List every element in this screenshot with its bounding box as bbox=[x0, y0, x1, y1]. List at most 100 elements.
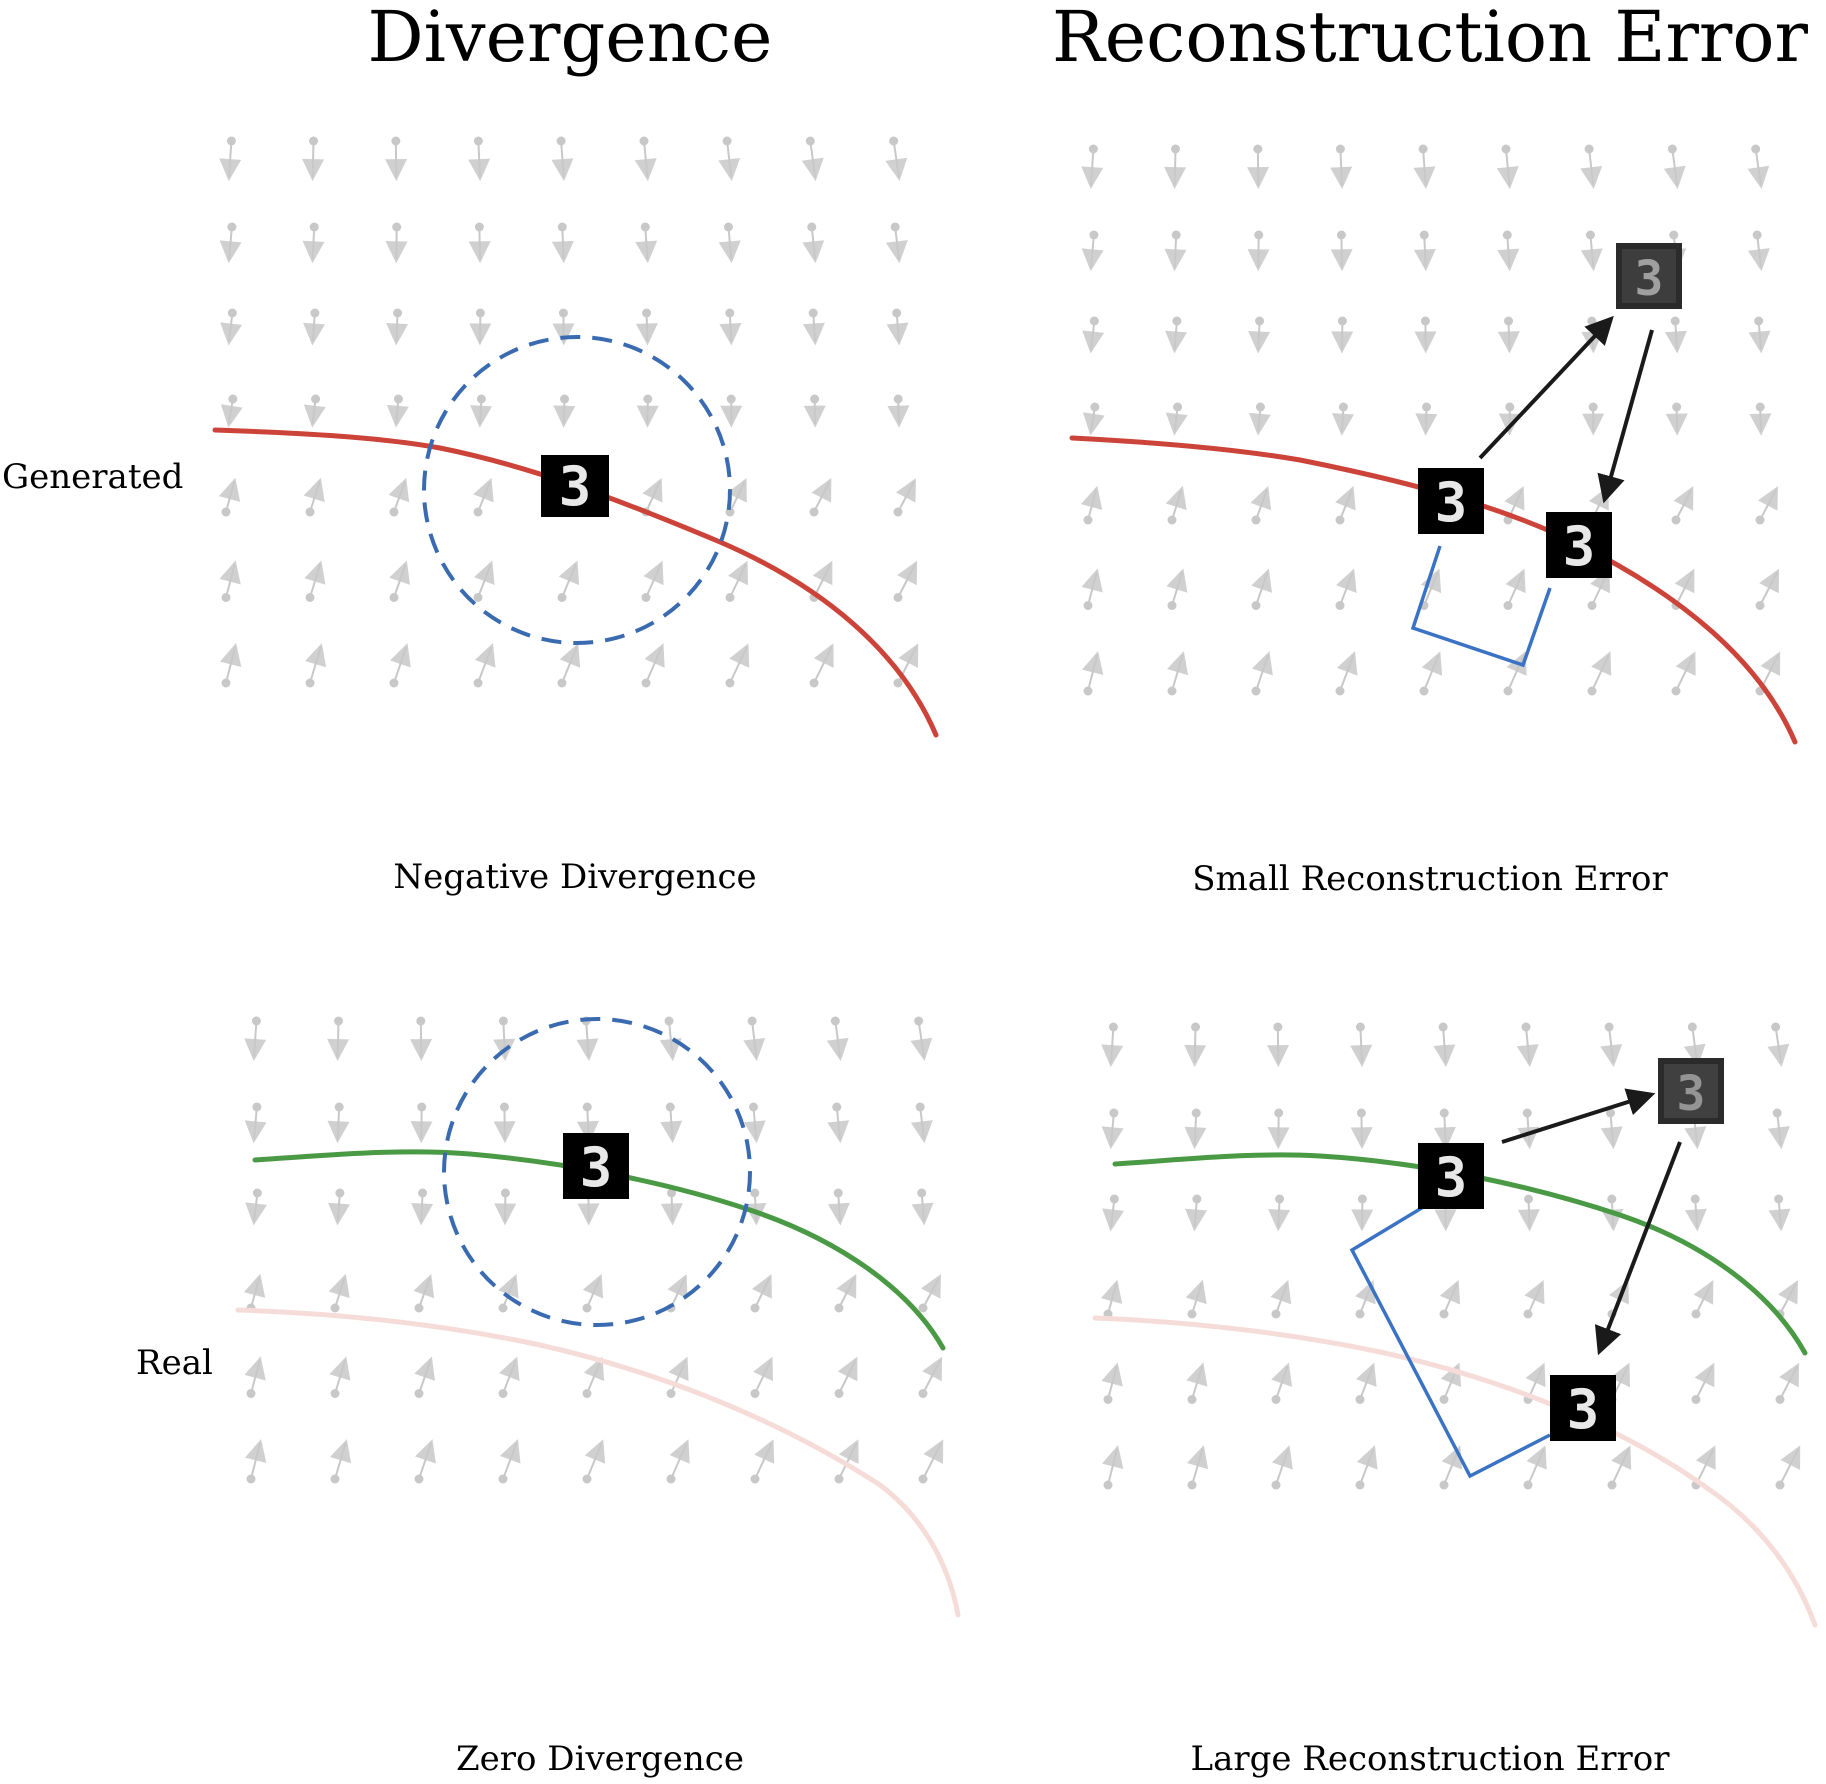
vector-field-arrowhead bbox=[838, 1439, 859, 1464]
vector-field-arrowhead bbox=[330, 1439, 352, 1464]
vector-field-arrowhead bbox=[1248, 412, 1271, 436]
vector-field-arrowhead bbox=[1768, 1208, 1791, 1232]
vector-field-arrowhead bbox=[220, 643, 242, 668]
vector-field-arrowhead bbox=[660, 1203, 683, 1226]
digit-thumbnail-reconstruction: 3 bbox=[1546, 512, 1612, 578]
vector-field-arrowhead bbox=[1414, 331, 1437, 354]
vector-field-arrowhead bbox=[1759, 568, 1780, 594]
vector-field-arrowhead bbox=[1164, 248, 1187, 272]
vector-field-arrowhead bbox=[753, 1356, 774, 1382]
vector-field-arrowhead bbox=[1247, 166, 1270, 190]
dashed-neighborhood-circle bbox=[422, 335, 732, 645]
vector-field-arrowhead bbox=[752, 1274, 772, 1299]
svg-text:3: 3 bbox=[1567, 1378, 1600, 1441]
vector-field-arrowhead bbox=[1779, 1362, 1800, 1388]
svg-text:3: 3 bbox=[1677, 1066, 1706, 1122]
decode-arrow bbox=[1594, 1141, 1682, 1356]
vector-field-arrowhead bbox=[245, 1202, 268, 1226]
vector-field-arrowhead bbox=[1664, 330, 1687, 354]
vector-field-arrowhead bbox=[303, 322, 326, 346]
vector-field-arrowhead bbox=[718, 240, 741, 264]
vector-field-arrowhead bbox=[920, 1274, 941, 1299]
vector-field-arrowhead bbox=[1580, 248, 1603, 272]
vector-field-arrowhead bbox=[837, 1356, 858, 1382]
vector-field-arrowhead bbox=[1248, 331, 1271, 354]
svg-text:3: 3 bbox=[1435, 471, 1468, 534]
vector-field-arrowhead bbox=[1747, 165, 1770, 190]
vector-field-arrowhead bbox=[1413, 166, 1436, 190]
vector-field-arrowhead bbox=[470, 405, 493, 428]
vector-field-arrowhead bbox=[1749, 413, 1772, 436]
vector-field-arrowhead bbox=[887, 405, 910, 428]
vector-field-arrowhead bbox=[386, 404, 409, 428]
vector-field-arrowhead bbox=[1600, 1126, 1623, 1150]
vector-field-arrowhead bbox=[754, 1439, 775, 1464]
vector-field-arrowhead bbox=[813, 643, 834, 668]
digit-thumbnail-input: 3 bbox=[1418, 1143, 1484, 1209]
vector-field-arrowhead bbox=[1413, 248, 1436, 272]
vector-field-arrowhead bbox=[1433, 1126, 1456, 1150]
vector-field-arrowhead bbox=[474, 643, 496, 668]
vector-field-arrowhead bbox=[389, 560, 411, 585]
vector-field-arrowhead bbox=[743, 1120, 766, 1144]
vector-field-arrowhead bbox=[551, 240, 574, 264]
vector-field-arrowhead bbox=[385, 241, 408, 264]
vector-field-arrowhead bbox=[720, 405, 743, 428]
vector-field-arrowhead bbox=[410, 1038, 433, 1062]
vector-field-arrowhead bbox=[1185, 1208, 1208, 1232]
vector-field-arrowhead bbox=[827, 1202, 850, 1226]
vector-field-arrowhead bbox=[1101, 1126, 1124, 1150]
vector-field-arrowhead bbox=[414, 1356, 436, 1381]
vector-field-arrowhead bbox=[1524, 1279, 1545, 1305]
vector-field-arrowhead bbox=[1267, 1044, 1290, 1068]
vector-field-arrowhead bbox=[1186, 1362, 1208, 1387]
vector-field-arrowhead bbox=[1356, 1445, 1378, 1470]
vector-field-arrowhead bbox=[1270, 1279, 1292, 1305]
vector-field-arrowhead bbox=[1747, 248, 1770, 272]
vector-field-arrowhead bbox=[499, 1439, 521, 1464]
vector-field-arrowhead bbox=[1684, 1208, 1707, 1232]
vector-field-arrowhead bbox=[1582, 413, 1605, 436]
column-title-reconstruction-error: Reconstruction Error bbox=[1052, 0, 1808, 78]
vector-field-arrowhead bbox=[1251, 651, 1273, 676]
vector-field-arrowhead bbox=[219, 158, 242, 182]
vector-field-arrowhead bbox=[220, 404, 243, 428]
vector-field-arrowhead bbox=[811, 478, 832, 503]
vector-field-arrowhead bbox=[1777, 1280, 1798, 1305]
vector-field-arrowhead bbox=[328, 1273, 350, 1299]
vector-field-arrowhead bbox=[413, 1273, 435, 1299]
svg-text:3: 3 bbox=[559, 455, 592, 518]
vector-field-arrowhead bbox=[801, 157, 824, 182]
vector-field-arrowhead bbox=[1420, 568, 1442, 594]
vector-field-arrowhead bbox=[411, 1203, 434, 1226]
vector-field-arrowhead bbox=[812, 560, 833, 586]
digit-thumbnail-noisy-latent: 3 bbox=[1616, 243, 1682, 309]
vector-field-arrowhead bbox=[410, 1121, 433, 1144]
vector-field-arrowhead bbox=[388, 477, 410, 503]
vector-field-dot bbox=[473, 507, 483, 517]
vector-field-arrowhead bbox=[498, 1273, 519, 1299]
vector-field-arrowhead bbox=[1250, 485, 1272, 511]
vector-field-dot bbox=[252, 1102, 262, 1112]
vector-field-arrowhead bbox=[719, 322, 742, 346]
vector-field-arrowhead bbox=[1504, 485, 1525, 511]
vector-field-arrowhead bbox=[836, 1274, 857, 1299]
vector-field-arrowhead bbox=[1102, 1208, 1125, 1232]
vector-field-arrowhead bbox=[1767, 1043, 1790, 1068]
svg-text:3: 3 bbox=[1563, 515, 1596, 578]
vector-field-arrowhead bbox=[1101, 1044, 1124, 1068]
vector-field-arrowhead bbox=[729, 643, 750, 668]
vector-field-arrowhead bbox=[1673, 486, 1694, 511]
vector-field-arrowhead bbox=[1440, 1362, 1462, 1388]
vector-field-arrowhead bbox=[802, 322, 825, 346]
vector-field-arrowhead bbox=[911, 1202, 934, 1226]
vector-field-arrowhead bbox=[302, 240, 325, 264]
vector-field-arrowhead bbox=[244, 1038, 267, 1062]
vector-field-arrowhead bbox=[576, 1120, 599, 1144]
vector-field-arrowhead bbox=[244, 1120, 267, 1144]
vector-field-arrowhead bbox=[1251, 568, 1273, 593]
vector-field-arrowhead bbox=[329, 1356, 351, 1381]
digit-thumbnail: 3 bbox=[541, 455, 609, 518]
caption-negative-divergence: Negative Divergence bbox=[393, 857, 757, 897]
vector-field-arrowhead bbox=[1611, 1445, 1632, 1470]
